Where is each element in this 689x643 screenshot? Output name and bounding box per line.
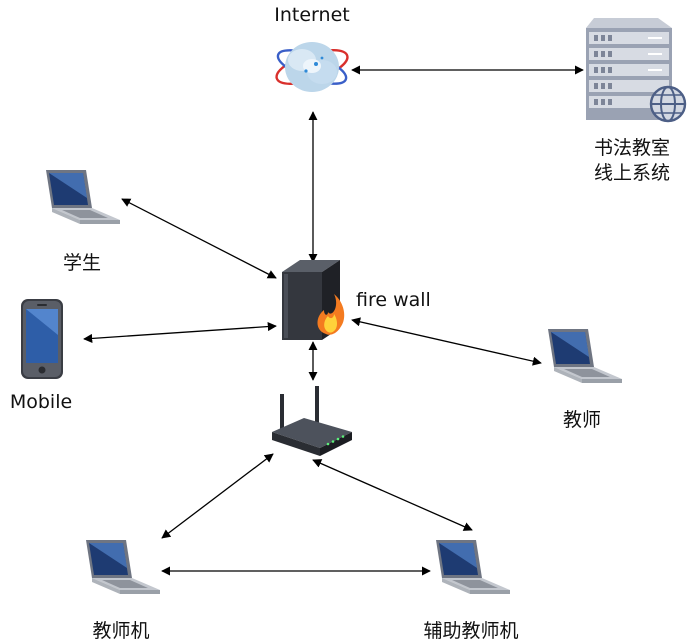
server-label: 书法教室 线上系统 xyxy=(594,136,670,186)
laptop-icon xyxy=(430,538,512,598)
teacher-pc-node[interactable] xyxy=(80,538,162,598)
mobile-label: Mobile xyxy=(9,391,73,413)
connector-router-assistant-pc xyxy=(312,459,473,531)
cloud-globe-icon xyxy=(272,36,352,98)
server-label-line1: 书法教室 xyxy=(593,137,671,159)
server-label-line2: 线上系统 xyxy=(593,162,671,184)
teacher-pc-label: 教师机 xyxy=(92,620,150,642)
assistant-pc-node[interactable] xyxy=(430,538,512,598)
laptop-icon xyxy=(40,168,122,228)
router-node[interactable] xyxy=(270,384,354,460)
firewall-label: fire wall xyxy=(356,289,431,311)
connector-mobile-firewall xyxy=(83,322,277,343)
firewall-icon xyxy=(278,258,350,344)
student-label: 学生 xyxy=(62,252,102,274)
firewall-node[interactable] xyxy=(278,258,350,344)
internet-node[interactable] xyxy=(272,36,352,98)
student-node[interactable] xyxy=(40,168,122,228)
laptop-icon xyxy=(80,538,162,598)
connector-firewall-teacher xyxy=(351,317,542,366)
wireless-router-icon xyxy=(270,384,354,460)
connector-student-firewall xyxy=(121,198,277,279)
internet-label: Internet xyxy=(274,4,350,26)
assistant-pc-label: 辅助教师机 xyxy=(423,620,519,642)
smartphone-icon xyxy=(19,297,65,381)
connector-router-teacher-pc xyxy=(161,453,274,539)
mobile-node[interactable] xyxy=(19,297,65,381)
teacher-node[interactable] xyxy=(542,327,624,387)
teacher-label: 教师 xyxy=(562,409,602,431)
server-node[interactable] xyxy=(580,14,688,124)
laptop-icon xyxy=(542,327,624,387)
server-rack-icon xyxy=(580,14,688,124)
